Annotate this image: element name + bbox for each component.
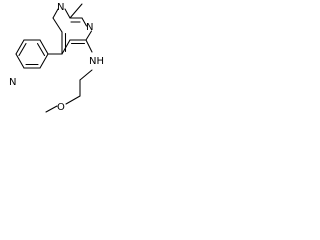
chemical-structure: N N N NH O: [9, 2, 104, 113]
atom-label-pyridine-n: N: [9, 77, 16, 88]
bond-lines: [15, 3, 93, 113]
atom-label-ether-o: O: [57, 102, 65, 113]
atom-label-pyrimidine-n3: N: [86, 22, 93, 33]
atom-label-amine-nh: NH: [89, 56, 104, 67]
atom-label-pyrimidine-n1: N: [57, 2, 64, 13]
atom-labels: N N N NH O: [9, 2, 104, 113]
